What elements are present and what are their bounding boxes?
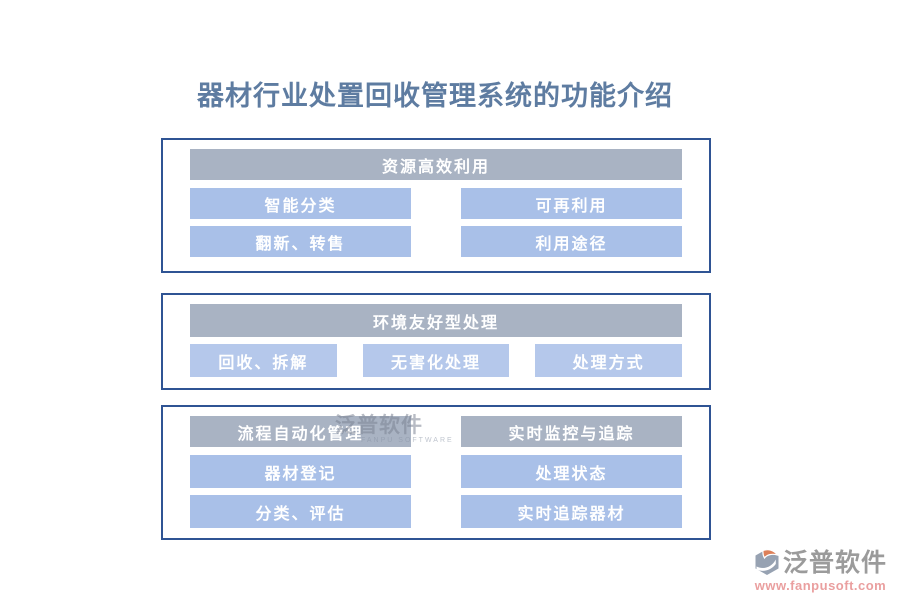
section-header-eco: 环境友好型处理 bbox=[190, 304, 682, 337]
page-title: 器材行业处置回收管理系统的功能介绍 bbox=[197, 81, 673, 112]
feature-item-usage-paths: 利用途径 bbox=[461, 226, 682, 257]
logo-text: 泛普软件 bbox=[782, 547, 887, 577]
logo-url: www.fanpusoft.com bbox=[754, 578, 887, 593]
feature-item-realtime-tracking: 实时追踪器材 bbox=[461, 495, 682, 528]
feature-item-smart-sorting: 智能分类 bbox=[190, 188, 411, 219]
feature-item-harmless-processing: 无害化处理 bbox=[362, 344, 510, 377]
fanpu-logo-row: 泛普软件 bbox=[754, 548, 887, 576]
resource-items-grid: 智能分类 可再利用 翻新、转售 利用途径 bbox=[190, 188, 682, 257]
eco-items-grid: 回收、拆解 无害化处理 处理方式 bbox=[190, 344, 682, 377]
column-header-automation: 流程自动化管理 bbox=[190, 416, 411, 447]
column-realtime-monitoring: 实时监控与追踪 处理状态 实时追踪器材 bbox=[461, 416, 682, 528]
fanpu-logo: 泛普软件 www.fanpusoft.com bbox=[754, 548, 887, 593]
feature-item-recycle-dismantle: 回收、拆解 bbox=[190, 344, 337, 377]
column-header-monitoring: 实时监控与追踪 bbox=[461, 416, 682, 447]
feature-item-refurbish-resell: 翻新、转售 bbox=[190, 226, 411, 257]
automation-monitoring-columns: 流程自动化管理 器材登记 分类、评估 实时监控与追踪 处理状态 实时追踪器材 bbox=[190, 416, 682, 528]
section-resource-utilization: 资源高效利用 智能分类 可再利用 翻新、转售 利用途径 bbox=[161, 138, 711, 273]
feature-item-classify-evaluate: 分类、评估 bbox=[190, 495, 411, 528]
column-process-automation: 流程自动化管理 器材登记 分类、评估 bbox=[190, 416, 411, 528]
section-header-resource: 资源高效利用 bbox=[190, 149, 682, 180]
feature-item-equipment-registration: 器材登记 bbox=[190, 455, 411, 488]
fanpu-logo-icon bbox=[755, 549, 779, 575]
feature-item-processing-method: 处理方式 bbox=[535, 344, 682, 377]
feature-item-processing-status: 处理状态 bbox=[461, 455, 682, 488]
feature-item-reusable: 可再利用 bbox=[461, 188, 682, 219]
section-eco-processing: 环境友好型处理 回收、拆解 无害化处理 处理方式 bbox=[161, 293, 711, 390]
section-automation-monitoring: 流程自动化管理 器材登记 分类、评估 实时监控与追踪 处理状态 实时追踪器材 泛… bbox=[161, 405, 711, 540]
